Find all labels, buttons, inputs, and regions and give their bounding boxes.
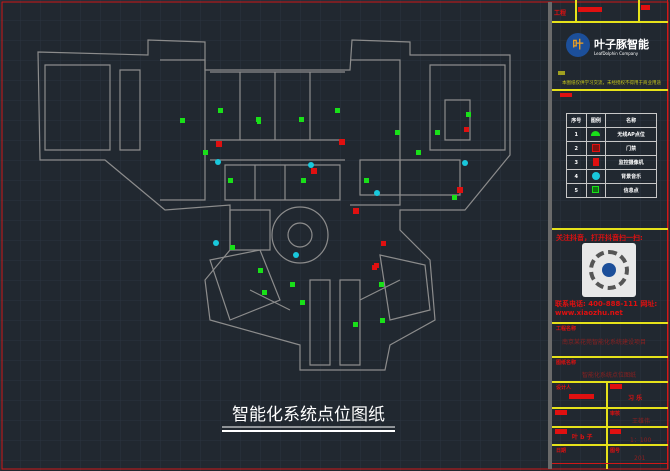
scale-value: 1：100	[630, 437, 652, 444]
row-name: 信息点	[605, 183, 657, 198]
info-point-icon	[592, 186, 600, 193]
drawing-name: 智能化系统点位图纸	[582, 372, 637, 379]
access-control-icon	[591, 143, 600, 152]
header-no: 序号	[566, 113, 587, 128]
designer-signature: 习 乐	[628, 395, 643, 402]
redacted-field	[578, 7, 602, 12]
top-label: 工程	[554, 10, 567, 17]
divider	[638, 0, 640, 22]
marker	[558, 71, 565, 75]
frame-separator	[548, 2, 552, 469]
date-label: 日期	[556, 448, 567, 454]
redacted-field	[555, 429, 567, 434]
checker-label: 审核	[610, 411, 621, 417]
redacted-field	[641, 5, 650, 10]
contact-info: 联系电话: 400-888-111 网址: www.xiaozhu.net	[555, 300, 658, 317]
number-label: 图号	[610, 448, 621, 454]
header-name: 名称	[605, 113, 657, 128]
divider	[606, 381, 608, 469]
qr-code-image	[582, 243, 636, 297]
company-logo-icon: 叶	[566, 33, 590, 57]
drawing-number: 201	[634, 455, 646, 462]
company-name: 叶子豚智能	[594, 38, 649, 51]
project-name: 南京某花苑智能化系统建设项目	[562, 339, 647, 346]
header-symbol: 图例	[585, 113, 607, 128]
company-subtitle: LeafDolphin Company	[594, 51, 639, 56]
row-name: 监控摄像机	[605, 155, 657, 170]
designer-label: 设计人	[556, 385, 572, 391]
frame-line	[552, 463, 668, 464]
divider	[552, 228, 668, 230]
legend-row: 1 无线AP点位	[566, 127, 657, 142]
row-no: 4	[566, 169, 587, 184]
project-label: 工程名称	[556, 326, 577, 332]
row-no: 5	[566, 183, 587, 198]
row-no: 3	[566, 155, 587, 170]
redacted-field	[610, 429, 621, 434]
building-walls	[37, 39, 511, 371]
drawing-title: 智能化系统点位图纸	[232, 405, 385, 425]
row-name: 门禁	[605, 141, 657, 156]
redacted-field	[560, 93, 572, 97]
checker-name: 王雄伟	[632, 418, 651, 425]
divider	[552, 381, 668, 383]
row-name: 无线AP点位	[605, 127, 657, 142]
divider	[552, 89, 668, 91]
divider	[552, 426, 668, 428]
title-block: 工程 叶 叶子豚智能 LeafDolphin Company 本图纸仅供学习交流…	[552, 0, 668, 469]
redacted-field	[610, 384, 622, 389]
redacted-field	[555, 410, 567, 415]
row-no: 1	[566, 127, 587, 142]
divider	[552, 21, 668, 23]
camera-icon	[592, 157, 599, 166]
legend-header: 序号 图例 名称	[566, 113, 657, 128]
divider	[552, 444, 668, 446]
legend-row: 3 监控摄像机	[566, 155, 657, 170]
divider	[552, 322, 668, 324]
divider	[575, 0, 577, 22]
device-markers	[180, 108, 471, 327]
qr-caption: 关注抖音，打开抖音扫一扫:	[556, 234, 643, 242]
legend-row: 2 门禁	[566, 141, 657, 156]
row-name: 背景音乐	[605, 169, 657, 184]
wifi-ap-icon	[591, 131, 601, 136]
speaker-icon	[591, 171, 600, 180]
reviewer-signature: 叶 b 子	[572, 434, 593, 441]
redacted-field	[569, 394, 594, 399]
row-no: 2	[566, 141, 587, 156]
divider	[552, 407, 668, 409]
legend-table: 序号 图例 名称 1 无线AP点位 2 门禁 3 监控摄像机 4 背景音乐 5 信息点	[566, 113, 657, 198]
drawing-label: 图纸名称	[556, 360, 577, 366]
legend-row: 4 背景音乐	[566, 169, 657, 184]
legend-row: 5 信息点	[566, 183, 657, 198]
notice-text: 本图纸仅供学习交流，未经授权不得用于商业用途	[562, 81, 661, 86]
divider	[552, 356, 668, 358]
